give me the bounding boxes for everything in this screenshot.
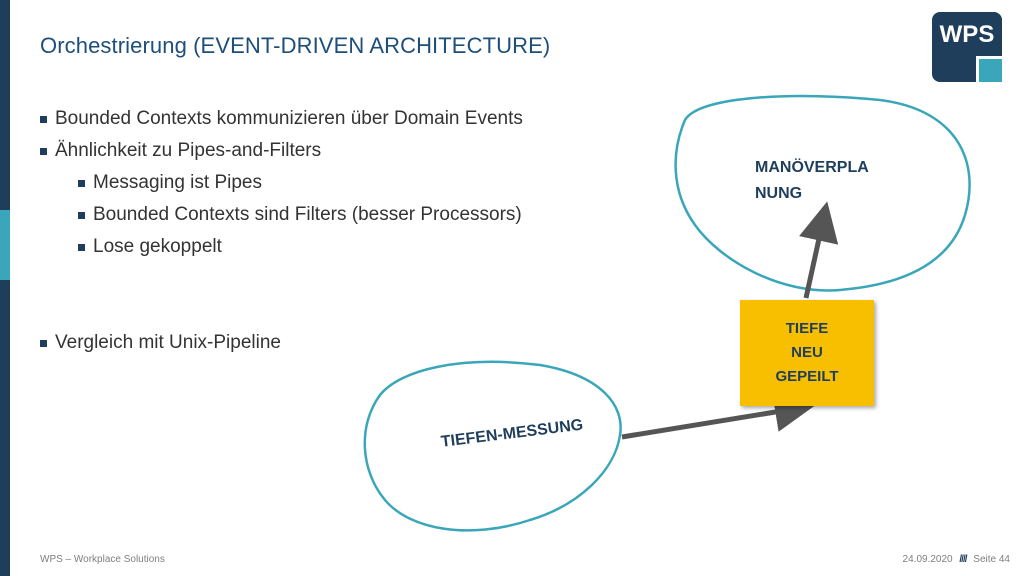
event-box-line: GEPEILT bbox=[775, 368, 839, 385]
event-box-line: NEU bbox=[791, 344, 823, 361]
event-arrow-to-processor bbox=[621, 392, 815, 440]
footer-date: 24.09.2020 bbox=[902, 554, 953, 565]
bullet-square-icon bbox=[40, 115, 47, 123]
context-label-line: MANÖVERPLA bbox=[755, 159, 869, 176]
sub-bullet-item: Lose gekoppelt bbox=[78, 236, 222, 258]
bullet-text: Bounded Contexts kommunizieren über Doma… bbox=[55, 108, 523, 129]
event-box-tiefe-neu-gepeilt: TIEFE NEU GEPEILT bbox=[740, 300, 874, 406]
bullet-text: Ähnlichkeit zu Pipes-and-Filters bbox=[55, 140, 322, 161]
sub-bullet-item: Bounded Contexts sind Filters (besser Pr… bbox=[78, 204, 522, 226]
bullet-square-icon bbox=[78, 179, 85, 187]
context-boundary-tiefen-messung bbox=[363, 360, 622, 532]
event-arrow-to-manoeverplanung bbox=[799, 201, 839, 299]
slide-title: Orchestrierung (EVENT-DRIVEN ARCHITECTUR… bbox=[40, 33, 551, 58]
left-edge-bar bbox=[0, 0, 10, 576]
bullet-item: Vergleich mit Unix-Pipeline bbox=[40, 332, 281, 354]
bullet-square-icon bbox=[78, 211, 85, 219]
event-box-line: TIEFE bbox=[785, 320, 829, 337]
bullet-text: Vergleich mit Unix-Pipeline bbox=[55, 332, 281, 353]
context-label-manoeverplanung: MANÖVERPLA NUNG bbox=[755, 155, 869, 207]
bullet-text: Bounded Contexts sind Filters (besser Pr… bbox=[93, 204, 522, 225]
bullet-item: Bounded Contexts kommunizieren über Doma… bbox=[40, 108, 523, 130]
wps-logo: WPS bbox=[932, 12, 1002, 82]
footer-page-info: 24.09.2020 //// Seite 44 bbox=[903, 554, 1010, 565]
footer-company: WPS – Workplace Solutions bbox=[40, 554, 165, 565]
logo-text: WPS bbox=[940, 21, 995, 48]
bullet-square-icon bbox=[40, 339, 47, 347]
left-edge-accent bbox=[0, 210, 10, 280]
footer-page-number: Seite 44 bbox=[973, 554, 1010, 565]
bullet-square-icon bbox=[78, 243, 85, 251]
bullet-square-icon bbox=[40, 147, 47, 155]
context-boundary-manoeverplanung bbox=[674, 94, 971, 292]
bullet-text: Messaging ist Pipes bbox=[93, 172, 262, 193]
bullet-item: Ähnlichkeit zu Pipes-and-Filters bbox=[40, 140, 321, 162]
sub-bullet-item: Messaging ist Pipes bbox=[78, 172, 262, 194]
footer-separator: //// bbox=[959, 554, 967, 565]
context-label-line: NUNG bbox=[755, 185, 803, 202]
bullet-text: Lose gekoppelt bbox=[93, 236, 222, 257]
logo-accent-square bbox=[979, 59, 1002, 82]
